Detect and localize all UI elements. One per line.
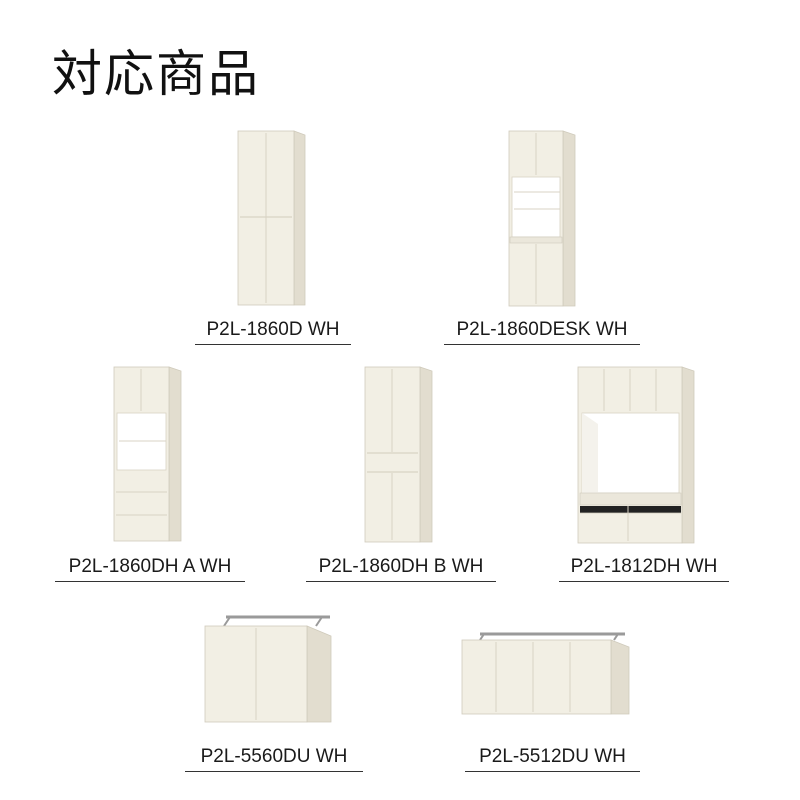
product-label[interactable]: P2L-1860DH B WH: [306, 555, 496, 582]
product-label[interactable]: P2L-5560DU WH: [185, 745, 363, 772]
product-label[interactable]: P2L-1860D WH: [195, 318, 351, 345]
page-title: 対応商品: [52, 45, 260, 103]
product-label[interactable]: P2L-5512DU WH: [465, 745, 640, 772]
product-label[interactable]: P2L-1860DH A WH: [55, 555, 245, 582]
product-label[interactable]: P2L-1860DESK WH: [444, 318, 640, 345]
product-label[interactable]: P2L-1812DH WH: [559, 555, 729, 582]
